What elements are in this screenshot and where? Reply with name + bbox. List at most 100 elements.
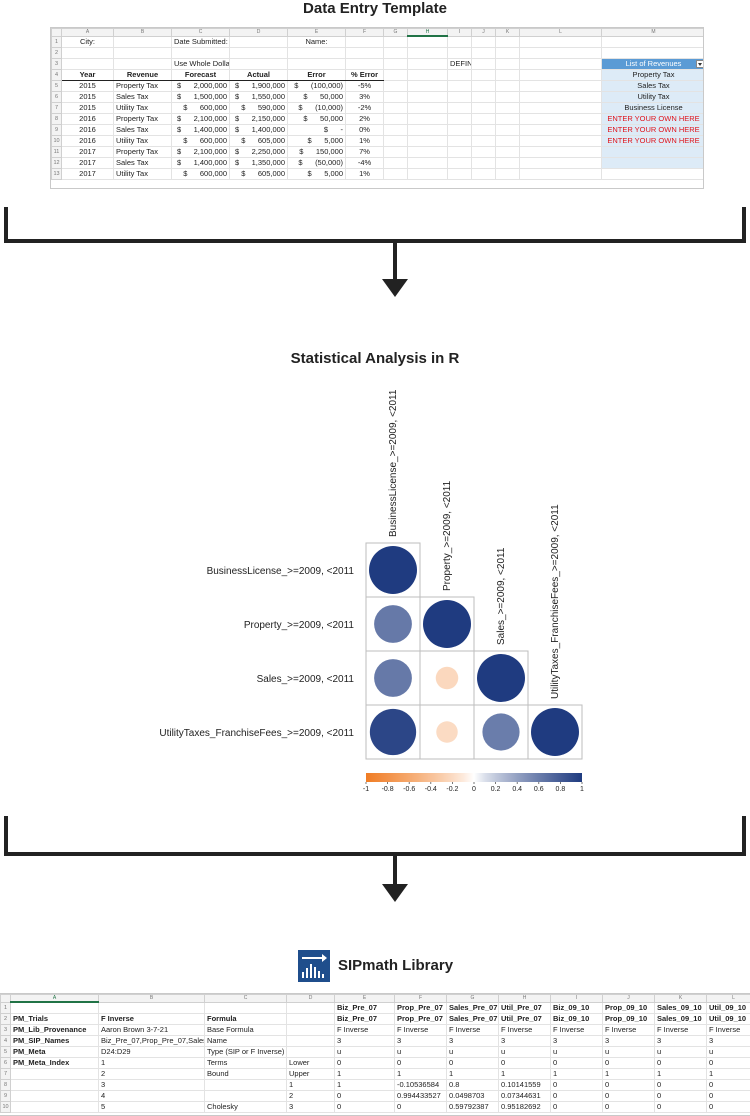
column-header[interactable]: F: [346, 29, 384, 37]
column-header[interactable]: I: [448, 29, 472, 37]
row-number[interactable]: 1: [52, 36, 62, 47]
row-number[interactable]: 8: [52, 113, 62, 124]
sheet-cell[interactable]: [408, 168, 448, 179]
sheet-cell[interactable]: [384, 102, 408, 113]
sheet-cell[interactable]: $ 2,100,000: [172, 113, 230, 124]
sheet-cell[interactable]: $ 150,000: [288, 146, 346, 157]
sheet-cell[interactable]: Sales Tax: [114, 124, 172, 135]
sheet-cell[interactable]: ENTER YOUR OWN HERE: [602, 124, 705, 135]
sheet-cell[interactable]: u: [447, 1046, 499, 1057]
sheet-cell[interactable]: 3: [603, 1035, 655, 1046]
sheet-cell[interactable]: 0%: [346, 124, 384, 135]
sheet-cell[interactable]: [472, 124, 496, 135]
sheet-cell[interactable]: [496, 36, 520, 47]
sheet-cell[interactable]: F Inverse: [335, 1024, 395, 1035]
sheet-cell[interactable]: $ 50,000: [288, 113, 346, 124]
sheet-cell[interactable]: $ 5,000: [288, 168, 346, 179]
sheet-cell[interactable]: Utility Tax: [114, 102, 172, 113]
sheet-cell[interactable]: [408, 58, 448, 69]
column-header[interactable]: D: [287, 995, 335, 1003]
sheet-cell[interactable]: 4: [99, 1090, 205, 1101]
sheet-cell[interactable]: [62, 58, 114, 69]
sheet-cell[interactable]: [472, 80, 496, 91]
sheet-cell[interactable]: [602, 157, 705, 168]
sheet-cell[interactable]: 0.07344631: [499, 1090, 551, 1101]
sheet-cell[interactable]: DEFINES THE OPTIONS YOU GET IN COLUMN B-…: [448, 58, 472, 69]
sheet-cell[interactable]: [205, 1002, 287, 1013]
sheet-cell[interactable]: [408, 124, 448, 135]
sheet-cell[interactable]: [472, 157, 496, 168]
sheet-cell[interactable]: 2016: [62, 124, 114, 135]
sheet-cell[interactable]: [346, 36, 384, 47]
sheet-cell[interactable]: [11, 1068, 99, 1079]
sheet-cell[interactable]: 2%: [346, 113, 384, 124]
sheet-cell[interactable]: [408, 146, 448, 157]
sheet-cell[interactable]: [205, 1090, 287, 1101]
sheet-cell[interactable]: [520, 113, 602, 124]
sheet-cell[interactable]: F Inverse: [707, 1024, 750, 1035]
column-header[interactable]: I: [551, 995, 603, 1003]
sheet-cell[interactable]: PM_SIP_Names: [11, 1035, 99, 1046]
sheet-cell[interactable]: 0.0498703: [447, 1090, 499, 1101]
sheet-cell[interactable]: 0: [655, 1101, 707, 1112]
sheet-cell[interactable]: [287, 1002, 335, 1013]
sheet-cell[interactable]: 2017: [62, 146, 114, 157]
sheet-cell[interactable]: [408, 69, 448, 80]
column-header[interactable]: L: [707, 995, 750, 1003]
sheet-cell[interactable]: 2015: [62, 91, 114, 102]
sheet-cell[interactable]: [448, 47, 472, 58]
sheet-cell[interactable]: [472, 58, 496, 69]
sheet-cell[interactable]: [114, 36, 172, 47]
column-header[interactable]: B: [99, 995, 205, 1003]
sheet-cell[interactable]: [408, 102, 448, 113]
sheet-cell[interactable]: $ 605,000: [230, 168, 288, 179]
sheet-cell[interactable]: Type (SIP or F Inverse): [205, 1046, 287, 1057]
sheet-cell[interactable]: 0: [551, 1079, 603, 1090]
sheet-cell[interactable]: Year: [62, 69, 114, 80]
sheet-cell[interactable]: [496, 135, 520, 146]
sheet-cell[interactable]: PM_Lib_Provenance: [11, 1024, 99, 1035]
sheet-cell[interactable]: Cholesky: [205, 1101, 287, 1112]
sheet-cell[interactable]: [448, 36, 472, 47]
column-header[interactable]: K: [655, 995, 707, 1003]
sheet-cell[interactable]: Name: [205, 1035, 287, 1046]
column-header[interactable]: L: [520, 29, 602, 37]
column-header[interactable]: [1, 995, 11, 1003]
sheet-cell[interactable]: 0: [707, 1101, 750, 1112]
sheet-cell[interactable]: 0: [335, 1101, 395, 1112]
sheet-cell[interactable]: $ 600,000: [172, 135, 230, 146]
row-number[interactable]: 5: [52, 80, 62, 91]
sheet-cell[interactable]: u: [551, 1046, 603, 1057]
sheet-cell[interactable]: [472, 146, 496, 157]
sheet-cell[interactable]: [448, 124, 472, 135]
sheet-cell[interactable]: 2016: [62, 135, 114, 146]
sheet-cell[interactable]: F Inverse: [603, 1024, 655, 1035]
sheet-cell[interactable]: % Error: [346, 69, 384, 80]
sheet-cell[interactable]: Property Tax: [114, 146, 172, 157]
sheet-cell[interactable]: Aaron Brown 3-7-21: [99, 1024, 205, 1035]
sheet-cell[interactable]: F Inverse: [99, 1013, 205, 1024]
sheet-cell[interactable]: Formula: [205, 1013, 287, 1024]
sheet-cell[interactable]: [408, 135, 448, 146]
row-number[interactable]: 12: [52, 157, 62, 168]
sheet-cell[interactable]: $ 1,400,000: [172, 124, 230, 135]
sheet-cell[interactable]: u: [655, 1046, 707, 1057]
column-header[interactable]: E: [288, 29, 346, 37]
sheet-cell[interactable]: $ (50,000): [288, 157, 346, 168]
sheet-cell[interactable]: Sales Tax: [114, 157, 172, 168]
sheet-cell[interactable]: [496, 91, 520, 102]
sheet-cell[interactable]: Upper: [287, 1068, 335, 1079]
sheet-cell[interactable]: 0: [603, 1101, 655, 1112]
sheet-cell[interactable]: List of Revenues: [602, 58, 705, 69]
sheet-cell[interactable]: 3: [499, 1035, 551, 1046]
row-number[interactable]: 2: [1, 1013, 11, 1024]
sheet-cell[interactable]: -4%: [346, 157, 384, 168]
row-number[interactable]: 1: [1, 1002, 11, 1013]
sheet-cell[interactable]: 3: [655, 1035, 707, 1046]
sheet-cell[interactable]: 7%: [346, 146, 384, 157]
sheet-cell[interactable]: $ 1,400,000: [172, 157, 230, 168]
sheet-cell[interactable]: [287, 1013, 335, 1024]
sheet-cell[interactable]: $ 605,000: [230, 135, 288, 146]
sheet-cell[interactable]: [408, 47, 448, 58]
